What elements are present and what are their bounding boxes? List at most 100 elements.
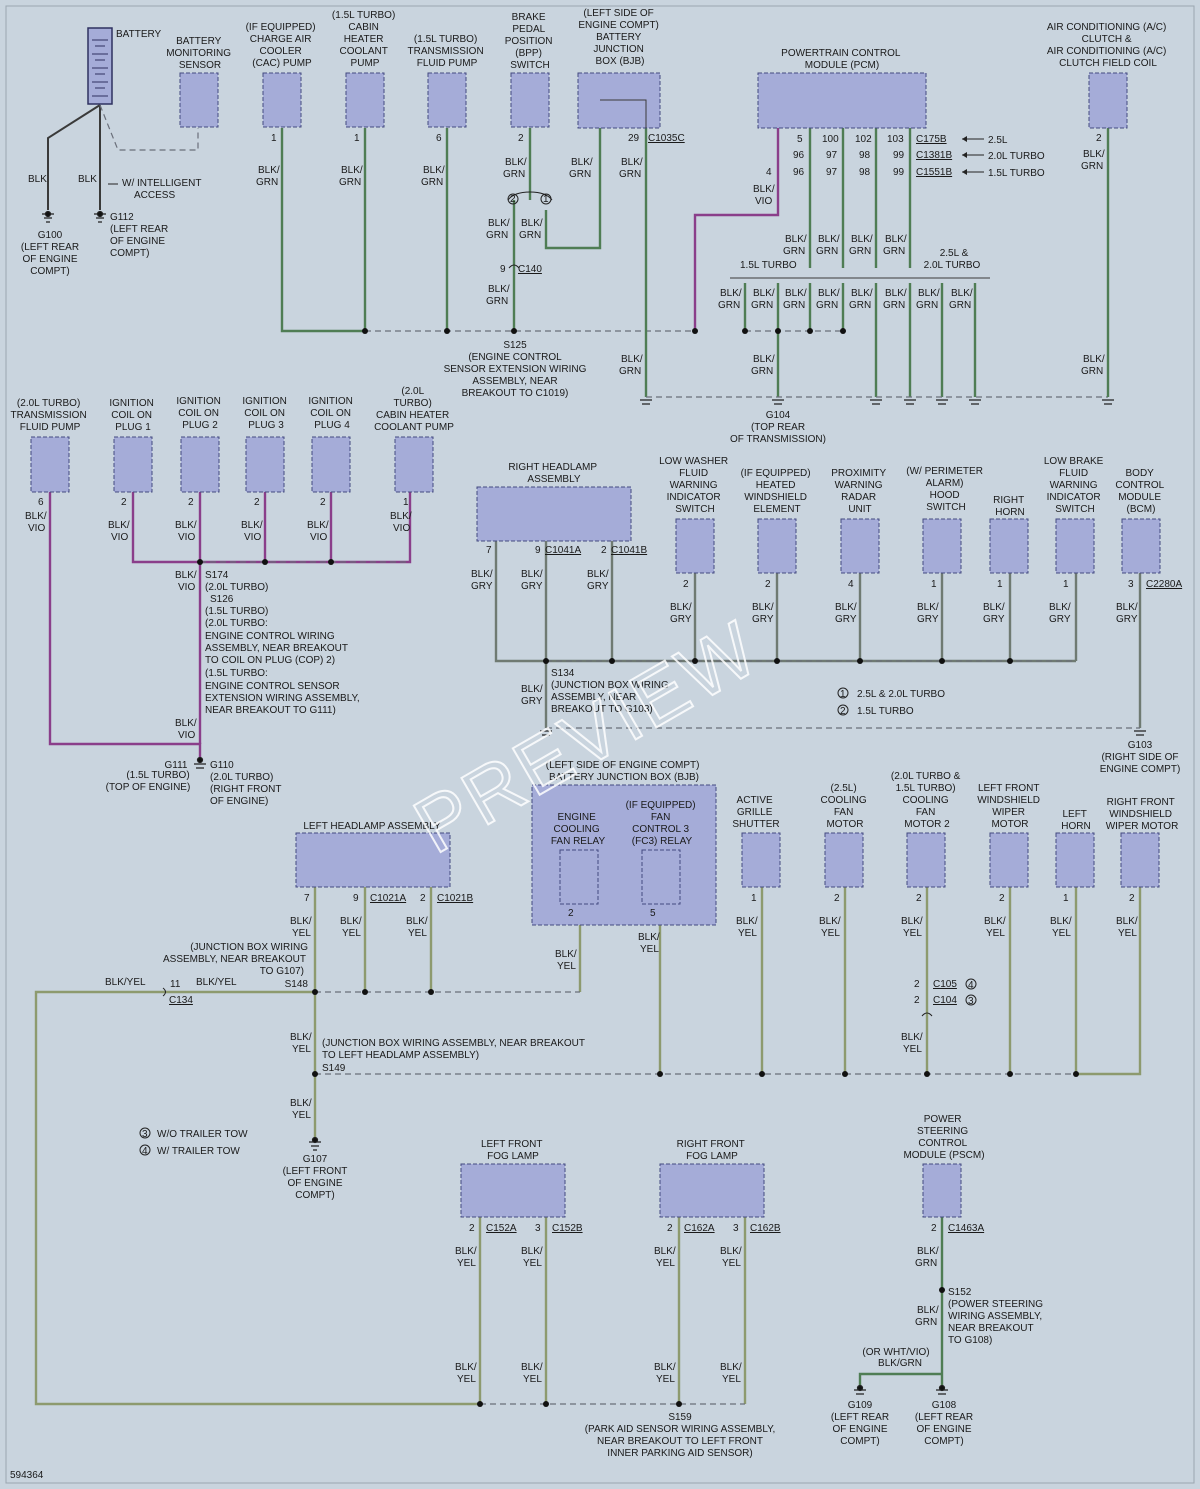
svg-text:BLK/: BLK/: [835, 602, 857, 613]
svg-text:C162B: C162B: [750, 1223, 781, 1234]
heated-windshield-element: (IF EQUIPPED) HEATED WINDSHIELD ELEMENT: [741, 468, 811, 574]
svg-text:BLK/: BLK/: [406, 916, 428, 927]
right-horn-label: RIGHT HORN: [993, 495, 1027, 518]
svg-text:BLK/: BLK/: [175, 520, 197, 531]
svg-text:VIO: VIO: [178, 730, 195, 741]
svg-text:BLK/: BLK/: [753, 288, 775, 299]
svg-text:YEL: YEL: [656, 1258, 675, 1269]
svg-text:C105: C105: [933, 979, 957, 990]
wires-middle: [48, 492, 1142, 760]
svg-text:BLK/: BLK/: [175, 718, 197, 729]
svg-text:BLK/: BLK/: [851, 288, 873, 299]
left-headlamp-assembly: LEFT HEADLAMP ASSEMBLY: [295, 821, 451, 888]
svg-text:1: 1: [403, 497, 409, 508]
svg-text:BLK/: BLK/: [521, 684, 543, 695]
svg-text:C1463A: C1463A: [948, 1223, 984, 1234]
svg-text:C1551B: C1551B: [916, 167, 952, 178]
svg-text:GRN: GRN: [915, 1317, 937, 1328]
svg-text:YEL: YEL: [292, 1110, 311, 1121]
svg-text:2: 2: [469, 1223, 475, 1234]
svg-text:BLK/: BLK/: [654, 1362, 676, 1373]
svg-text:2: 2: [683, 579, 689, 590]
svg-text:GRN: GRN: [486, 230, 508, 241]
svg-text:YEL: YEL: [986, 928, 1005, 939]
svg-text:YEL: YEL: [457, 1258, 476, 1269]
right-horn: RIGHT HORN: [989, 495, 1029, 574]
svg-text:2: 2: [916, 893, 922, 904]
svg-text:GRY: GRY: [983, 614, 1005, 625]
svg-text:BLK/: BLK/: [984, 916, 1006, 927]
svg-text:BLK/: BLK/: [901, 1032, 923, 1043]
svg-text:YEL: YEL: [903, 928, 922, 939]
svg-text:GRY: GRY: [917, 614, 939, 625]
svg-text:GRY: GRY: [587, 581, 609, 592]
svg-text:6: 6: [436, 133, 442, 144]
svg-text:VIO: VIO: [178, 582, 195, 593]
left-front-fog-lamp: LEFT FRONT FOG LAMP: [460, 1139, 566, 1218]
svg-text:C1035C: C1035C: [648, 133, 685, 144]
svg-text:103: 103: [887, 134, 904, 145]
svg-text:BLK/: BLK/: [258, 165, 280, 176]
svg-text:98: 98: [859, 167, 871, 178]
svg-text:GRN: GRN: [619, 366, 641, 377]
svg-text:2: 2: [121, 497, 127, 508]
svg-text:YEL: YEL: [1052, 928, 1071, 939]
svg-text:1: 1: [1063, 579, 1069, 590]
ignition-coil-4: IGNITION COIL ON PLUG 4: [308, 396, 353, 493]
svg-text:BLK/: BLK/: [917, 602, 939, 613]
ignition-coil-1: IGNITION COIL ON PLUG 1: [109, 398, 154, 493]
svg-text:C1041A: C1041A: [545, 545, 581, 556]
svg-text:GRN: GRN: [849, 246, 871, 257]
svg-text:BLK/: BLK/: [505, 157, 527, 168]
lf-wiper-label: LEFT FRONT WINDSHIELD WIPER MOTOR: [977, 783, 1043, 830]
fc3-relay-label: (IF EQUIPPED) FAN CONTROL 3 (FC3) RELAY: [626, 800, 699, 847]
ignition-coil-3: IGNITION COIL ON PLUG 3: [242, 396, 287, 493]
right-headlamp-assembly: RIGHT HEADLAMP ASSEMBLY: [476, 462, 632, 542]
right-front-fog-lamp: RIGHT FRONT FOG LAMP: [659, 1139, 765, 1218]
svg-text:C1021B: C1021B: [437, 893, 473, 904]
svg-text:2: 2: [931, 1223, 937, 1234]
svg-text:BLK/: BLK/: [1116, 916, 1138, 927]
fan-relay-label: ENGINE COOLING FAN RELAY: [551, 812, 606, 847]
svg-text:GRY: GRY: [521, 581, 543, 592]
svg-text:YEL: YEL: [656, 1374, 675, 1385]
svg-text:BLK/: BLK/: [885, 288, 907, 299]
svg-text:96: 96: [793, 167, 805, 178]
svg-text:100: 100: [822, 134, 839, 145]
svg-text:BLK/: BLK/: [753, 354, 775, 365]
svg-text:C175B: C175B: [916, 134, 947, 145]
svg-text:BLK/: BLK/: [455, 1362, 477, 1373]
svg-text:1: 1: [1063, 893, 1069, 904]
svg-text:BLK/: BLK/: [25, 511, 47, 522]
svg-text:BLK: BLK: [78, 174, 97, 185]
svg-text:2: 2: [1096, 133, 1102, 144]
battery-monitoring-sensor: BATTERY MONITORING SENSOR: [166, 36, 234, 128]
svg-text:BLK/: BLK/: [752, 602, 774, 613]
svg-text:VIO: VIO: [393, 523, 410, 534]
svg-text:BLK/: BLK/: [785, 288, 807, 299]
cac-pump-label: (IF EQUIPPED) CHARGE AIR COOLER (CAC) PU…: [246, 22, 319, 69]
hood-switch: (W/ PERIMETER ALARM) HOOD SWITCH: [906, 466, 983, 574]
svg-text:2: 2: [765, 579, 771, 590]
svg-text:C152B: C152B: [552, 1223, 583, 1234]
svg-text:1: 1: [354, 133, 360, 144]
svg-text:2: 2: [188, 497, 194, 508]
right-front-wiper-motor: RIGHT FRONT WINDSHIELD WIPER MOTOR: [1106, 797, 1178, 888]
svg-text:YEL: YEL: [457, 1374, 476, 1385]
left-horn: LEFT HORN: [1055, 809, 1095, 888]
svg-text:2: 2: [914, 979, 920, 990]
svg-text:29: 29: [628, 133, 640, 144]
svg-text:YEL: YEL: [292, 1044, 311, 1055]
svg-text:4: 4: [142, 1146, 148, 1157]
svg-text:4: 4: [968, 980, 974, 991]
bms-label: BATTERY MONITORING SENSOR: [166, 36, 234, 71]
svg-text:GRY: GRY: [670, 614, 692, 625]
battery-label: BATTERY: [116, 29, 162, 40]
svg-text:GRN: GRN: [883, 300, 905, 311]
